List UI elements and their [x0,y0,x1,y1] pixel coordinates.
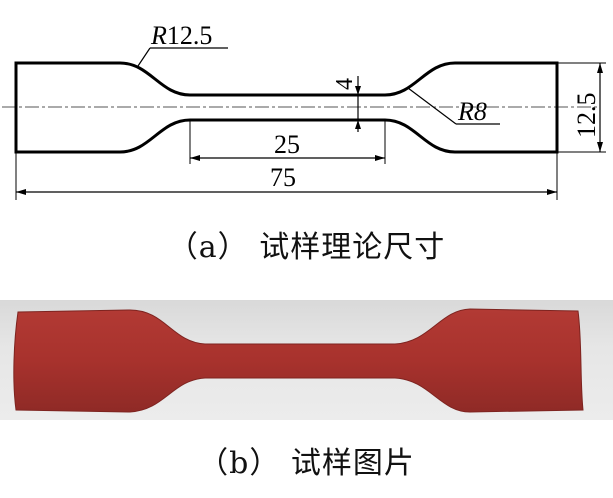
radius-large-leader [137,47,151,67]
caption-a: （a） 试样理论尺寸 [167,230,446,265]
total-arrow-left [16,189,26,195]
gauge-arrow-left [190,155,200,161]
total-arrow-right [547,189,557,195]
radius-small-leader [407,87,457,125]
radius-small-label: R8 [457,97,487,126]
total-width-label: 12.5 [572,93,601,139]
specimen-red-shape [13,308,584,413]
specimen-drawing: R12.5 R8 4 25 75 12.5 [2,21,606,200]
neck-width-label: 4 [332,78,358,90]
specimen-photo [0,300,613,420]
neck-dim-arrow-bottom [355,120,361,129]
width-arrow-bottom [597,142,603,152]
neck-dim-arrow-top [355,86,361,95]
total-length-label: 75 [270,163,296,192]
radius-large-label: R12.5 [150,21,212,50]
width-arrow-top [597,63,603,73]
caption-b: （b） 试样图片 [198,446,415,481]
gauge-length-label: 25 [274,130,300,159]
gauge-arrow-right [375,155,385,161]
